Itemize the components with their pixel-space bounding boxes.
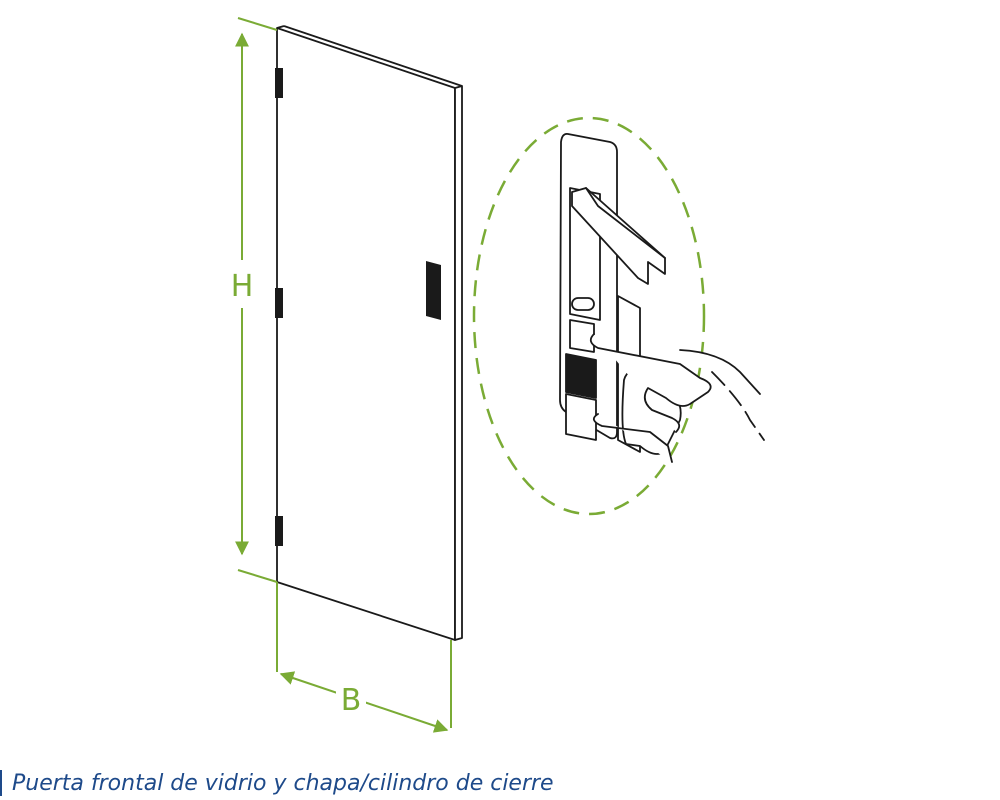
- caption-text: Puerta frontal de vidrio y chapa/cilindr…: [12, 770, 554, 796]
- caption-accent-bar: [0, 770, 2, 796]
- width-label-backdrop: [336, 682, 366, 712]
- upper-hand-icon: [589, 333, 712, 433]
- hinge-icon: [275, 68, 283, 98]
- door-top-rim: [283, 25, 463, 87]
- door-face: [276, 27, 456, 641]
- key-slot-icon: [571, 297, 595, 311]
- lower-hand-arm: [711, 371, 765, 441]
- lock-handle-icon: [571, 187, 666, 285]
- height-extension-bottom: [237, 569, 278, 583]
- width-label: B: [341, 683, 362, 718]
- detail-callout-ellipse: [472, 116, 706, 516]
- upper-hand-arm: [679, 349, 761, 395]
- lower-hand-icon: [592, 413, 673, 463]
- height-extension-top: [237, 17, 278, 31]
- lock-lower-flap: [565, 393, 597, 441]
- lock-button-icon: [569, 319, 595, 353]
- door-top-edge: [276, 25, 285, 29]
- hinge-icon: [275, 288, 283, 318]
- caption-block: Puerta frontal de vidrio y chapa/cilindr…: [0, 768, 554, 798]
- hinges: [275, 68, 283, 546]
- height-dimension: [235, 17, 278, 583]
- lock-handle-underside: [585, 187, 666, 259]
- door-edge: [454, 85, 463, 641]
- door-panel: [276, 25, 463, 641]
- lock-dark-panel: [565, 353, 597, 399]
- lock-block-icon: [426, 261, 441, 320]
- hinge-icon: [275, 516, 283, 546]
- hand-illustration: [589, 333, 765, 463]
- lock-detail: [559, 133, 682, 455]
- height-label: H: [231, 269, 254, 304]
